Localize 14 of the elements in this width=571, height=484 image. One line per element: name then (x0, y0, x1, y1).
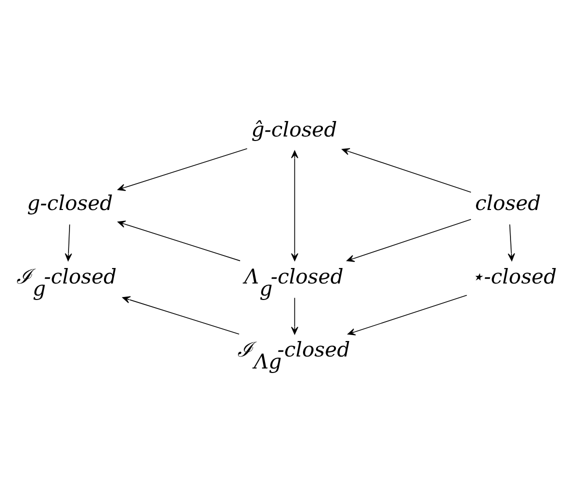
arrow (64, 224, 72, 261)
node-text: g-closed (27, 190, 113, 214)
arrow (291, 150, 298, 261)
arrow (122, 296, 240, 334)
arrow (347, 294, 468, 335)
arrow (342, 148, 472, 192)
arrow (346, 218, 472, 262)
arrow (508, 224, 515, 261)
arrow (118, 220, 240, 261)
arrow (291, 296, 298, 334)
arrow (118, 148, 248, 190)
node-text: closed (475, 190, 541, 214)
node-text: ĝ-closed (251, 117, 338, 141)
node-text: ⋆-closed (471, 264, 557, 288)
